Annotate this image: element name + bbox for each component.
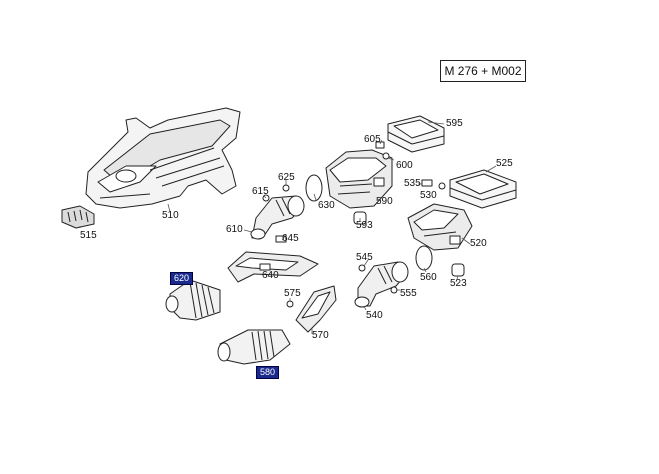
- callout-520[interactable]: 520: [470, 238, 487, 249]
- filter-element-595[interactable]: [387, 115, 445, 153]
- callout-625[interactable]: 625: [278, 172, 295, 183]
- callout-510[interactable]: 510: [162, 210, 179, 221]
- callout-605[interactable]: 605: [364, 134, 381, 145]
- callout-593[interactable]: 593: [356, 220, 373, 231]
- bolt-600[interactable]: [382, 152, 390, 160]
- air-duct-570[interactable]: [295, 285, 337, 333]
- bracket-515[interactable]: [61, 205, 95, 229]
- callout-540[interactable]: 540: [366, 310, 383, 321]
- seal-ring-630[interactable]: [305, 174, 323, 202]
- callout-580[interactable]: 580: [256, 366, 280, 379]
- callout-555[interactable]: 555: [400, 288, 417, 299]
- callout-615[interactable]: 615: [252, 186, 269, 197]
- grommet-523[interactable]: [451, 263, 465, 277]
- callout-630[interactable]: 630: [318, 200, 335, 211]
- callout-523[interactable]: 523: [450, 278, 467, 289]
- intake-elbow-610[interactable]: [250, 184, 305, 243]
- callout-610[interactable]: 610: [226, 224, 243, 235]
- clip-535[interactable]: [421, 179, 433, 187]
- callout-640[interactable]: 640: [262, 270, 279, 281]
- air-filter-housing-590[interactable]: [325, 149, 393, 209]
- filter-element-525[interactable]: [449, 169, 517, 209]
- intake-pipe-620[interactable]: [165, 279, 221, 321]
- callout-570[interactable]: 570: [312, 330, 329, 341]
- callout-595[interactable]: 595: [446, 118, 463, 129]
- callout-560[interactable]: 560: [420, 272, 437, 283]
- air-filter-housing-520[interactable]: [407, 203, 473, 251]
- callout-575[interactable]: 575: [284, 288, 301, 299]
- callout-590[interactable]: 590: [376, 196, 393, 207]
- callout-525[interactable]: 525: [496, 158, 513, 169]
- callout-545[interactable]: 545: [356, 252, 373, 263]
- air-duct-640[interactable]: [227, 251, 319, 283]
- callout-645[interactable]: 645: [282, 233, 299, 244]
- callout-600[interactable]: 600: [396, 160, 413, 171]
- drawing-title: M 276 + M002: [440, 60, 526, 82]
- callout-530[interactable]: 530: [420, 190, 437, 201]
- callout-515[interactable]: 515: [80, 230, 97, 241]
- engine-cover-510[interactable]: [85, 107, 241, 209]
- leader-lines: [79, 121, 497, 334]
- seal-ring-560[interactable]: [415, 245, 433, 271]
- bolt-530[interactable]: [438, 182, 446, 190]
- callout-535[interactable]: 535: [404, 178, 421, 189]
- clip-605[interactable]: [375, 141, 385, 149]
- intake-elbow-540[interactable]: [354, 261, 409, 308]
- callout-620[interactable]: 620: [170, 272, 194, 285]
- intake-pipe-580[interactable]: [217, 329, 291, 365]
